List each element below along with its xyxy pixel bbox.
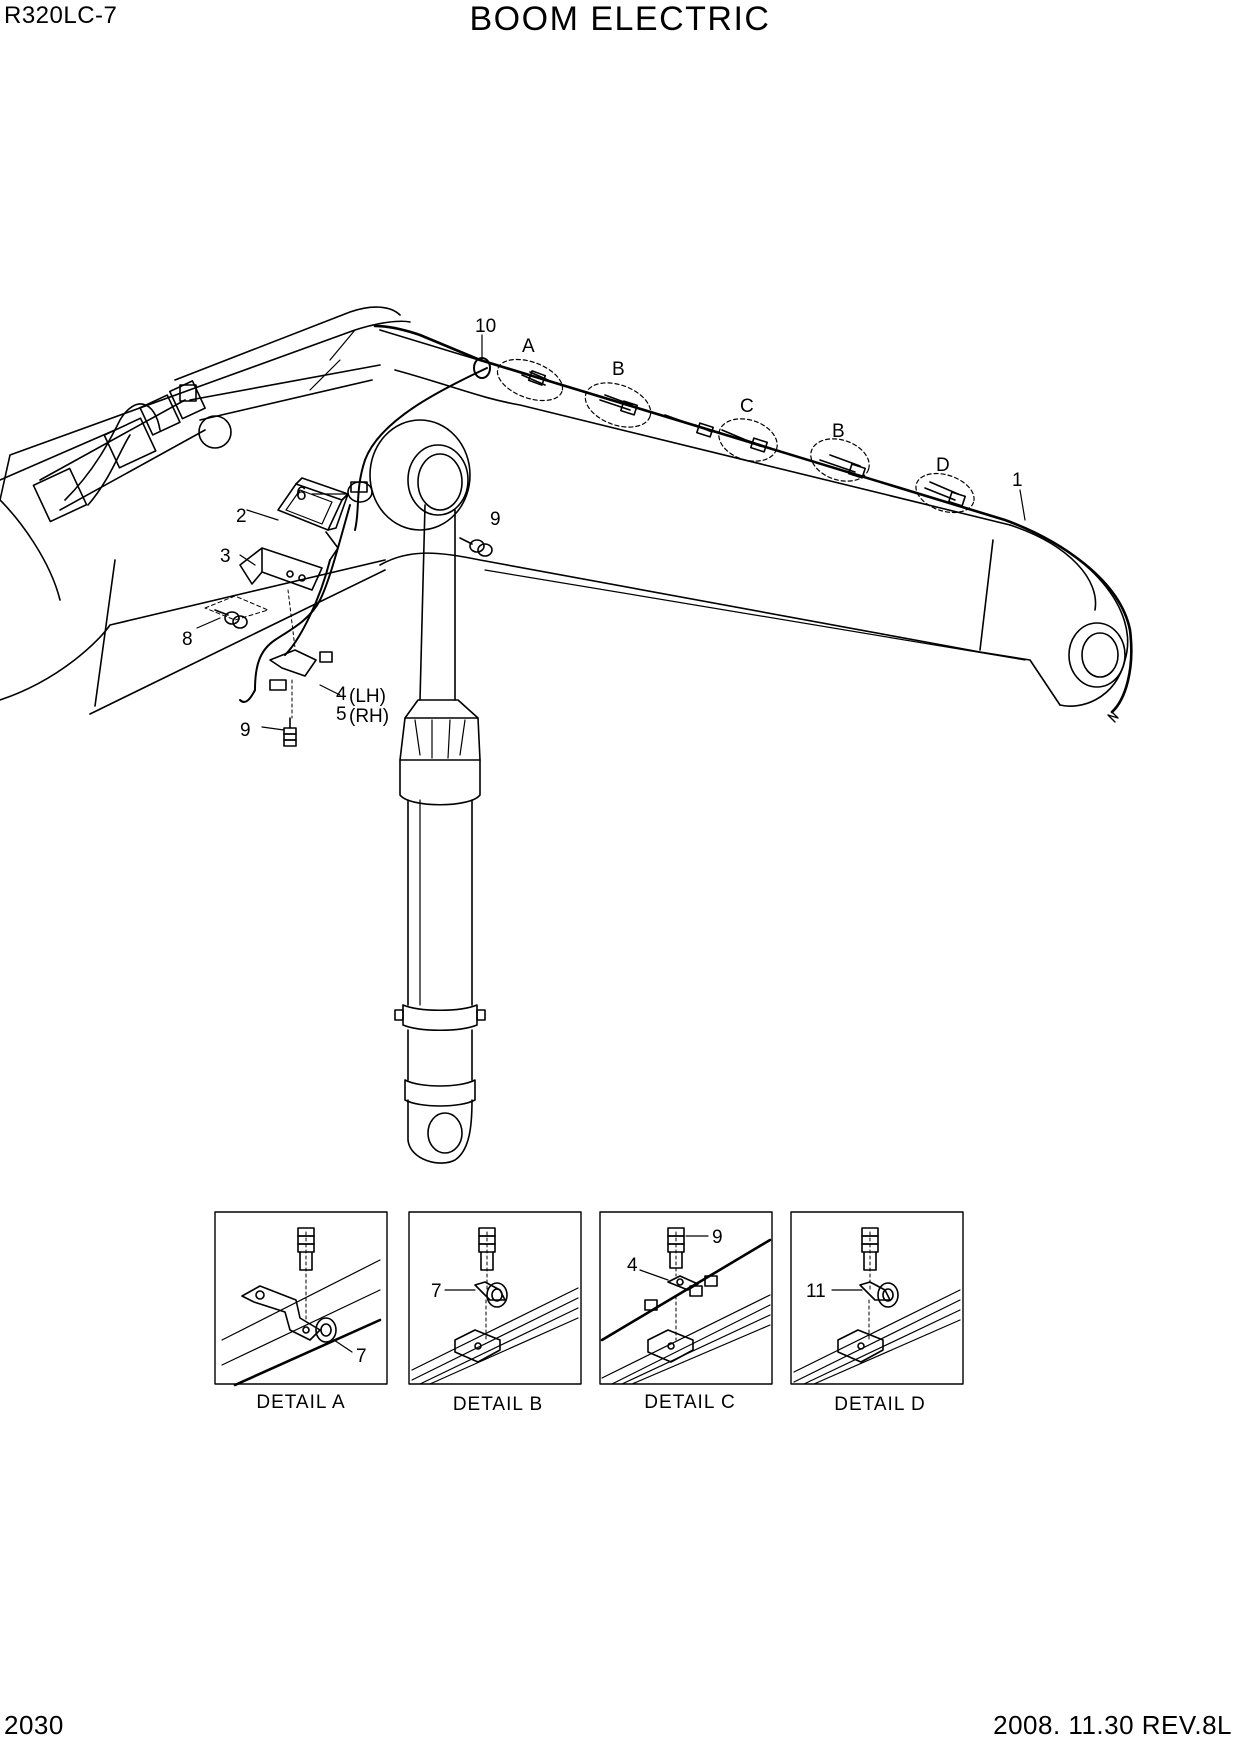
detail-c-caption: DETAIL C (644, 1392, 735, 1413)
electric-harness (239, 324, 1133, 714)
callout-10: 10 (475, 316, 496, 337)
detail-panel-b (408, 1211, 582, 1385)
detail-d-caption: DETAIL D (834, 1394, 925, 1415)
detail-d-label-11: 11 (806, 1281, 826, 1302)
boom-structure (0, 306, 1129, 715)
callout-9-lower: 9 (240, 720, 251, 741)
bracket-4-5 (269, 589, 333, 719)
detail-c-label-4: 4 (627, 1255, 638, 1276)
detail-b-label-7: 7 (431, 1281, 442, 1302)
callout-5-side: (RH) (349, 706, 389, 727)
callout-detail-a: A (522, 336, 535, 357)
bracket-3 (239, 547, 323, 591)
bolt-8 (214, 609, 248, 629)
callout-4: 4 (336, 684, 347, 705)
callout-1: 1 (1012, 470, 1023, 491)
leader-lines (196, 334, 1026, 731)
detail-a-label-7: 7 (356, 1346, 367, 1367)
detail-a-caption: DETAIL A (256, 1392, 345, 1413)
callout-8: 8 (182, 629, 193, 650)
arm-cylinder (369, 419, 486, 1164)
detail-c-label-9: 9 (712, 1227, 723, 1248)
detail-b-caption: DETAIL B (453, 1394, 543, 1415)
callout-labels: 10 A B C B D 1 6 9 2 3 8 4 (LH) 5 (RH) 9 (182, 316, 1023, 741)
callout-9-upper: 9 (490, 509, 501, 530)
callout-5: 5 (336, 704, 347, 725)
bolt-9-upper (459, 537, 493, 557)
revision-date: 2008. 11.30 REV.8L (993, 1710, 1232, 1740)
callout-detail-c: C (740, 396, 754, 417)
detail-callout-circles (496, 358, 975, 514)
callout-detail-d: D (936, 455, 950, 476)
detail-panel-d (790, 1211, 964, 1385)
work-lamp-2 (277, 477, 349, 561)
grommet-6 (347, 481, 373, 503)
page-number: 2030 (4, 1710, 64, 1740)
callout-detail-b2: B (832, 421, 845, 442)
detail-panel-c (599, 1211, 773, 1385)
hose-assembly (32, 380, 232, 523)
callout-detail-b1: B (612, 359, 625, 380)
callout-6: 6 (296, 484, 307, 505)
bolt-9-lower (283, 717, 297, 747)
page-title: BOOM ELECTRIC (469, 0, 771, 38)
harness-clamps (521, 370, 967, 507)
detail-panel-a (214, 1211, 388, 1387)
callout-3: 3 (220, 546, 231, 567)
callout-2: 2 (236, 506, 247, 527)
model-number: R320LC-7 (4, 2, 118, 29)
callout-4-side: (LH) (349, 686, 386, 707)
